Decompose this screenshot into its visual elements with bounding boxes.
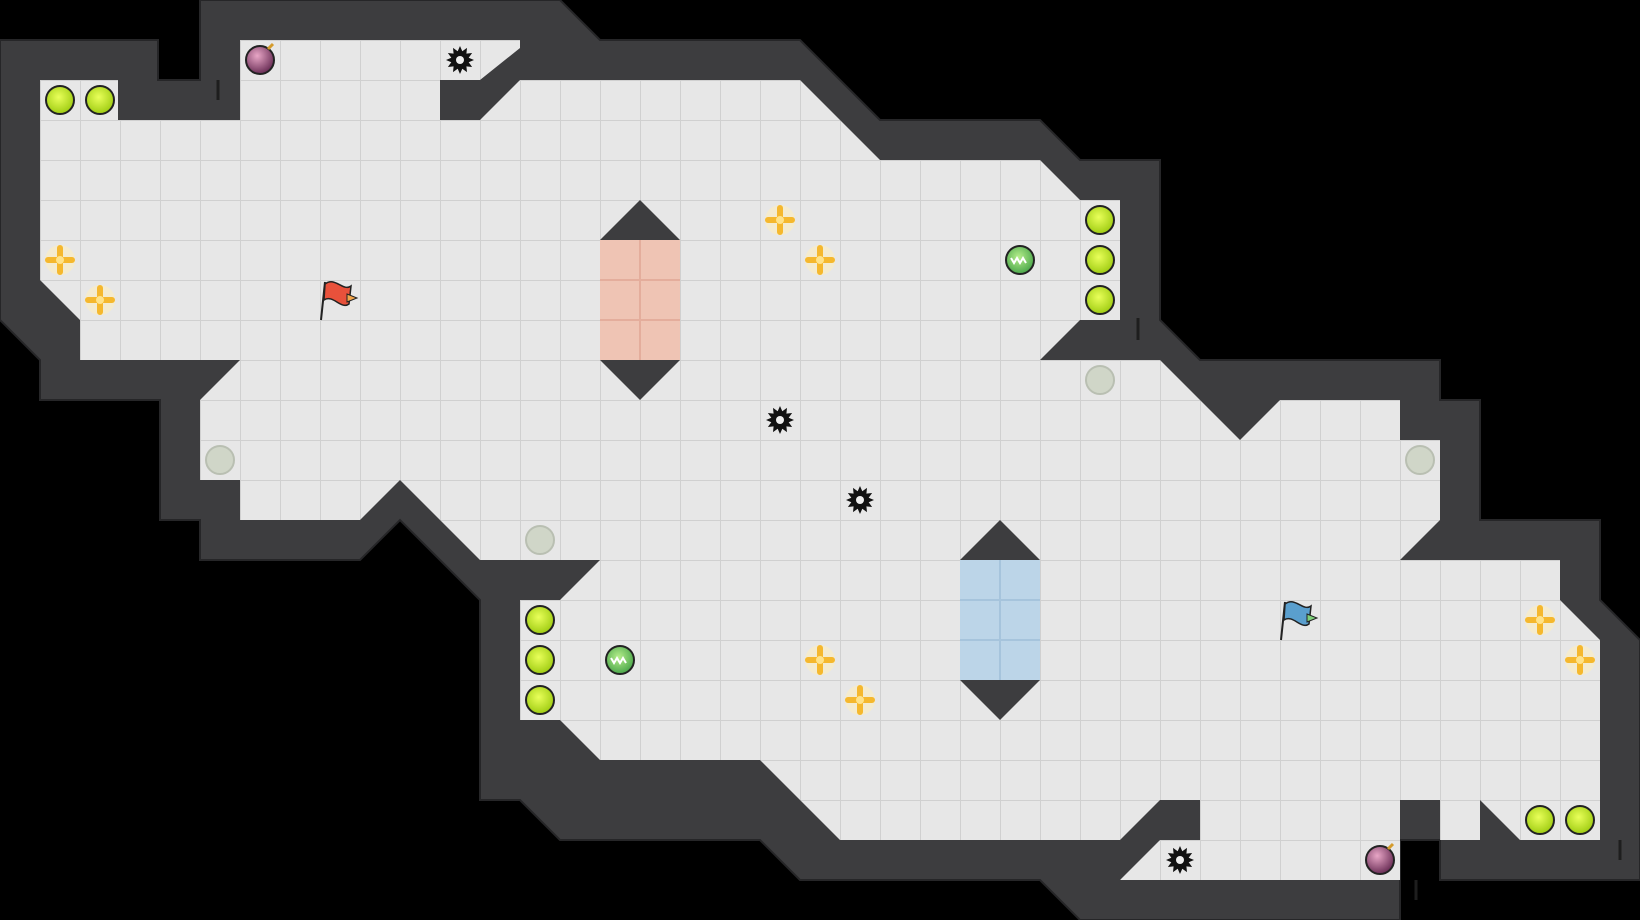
boost-pad-icon[interactable] xyxy=(805,645,835,675)
inactive-powerup-icon xyxy=(1085,365,1115,395)
blue-flag-icon[interactable] xyxy=(1280,601,1319,641)
gate-toggle-icon[interactable] xyxy=(1005,245,1035,275)
bomb-icon[interactable] xyxy=(245,42,275,75)
powerup-icon[interactable] xyxy=(1565,805,1595,835)
spike-icon xyxy=(766,406,794,434)
boost-pad-icon[interactable] xyxy=(85,285,115,315)
powerup-icon[interactable] xyxy=(1085,205,1115,235)
gate-toggle-icon[interactable] xyxy=(605,645,635,675)
boost-pad-icon[interactable] xyxy=(1525,605,1555,635)
arena-floor xyxy=(40,40,1600,880)
inactive-powerup-icon xyxy=(525,525,555,555)
red-gate-arrow-down-icon xyxy=(600,360,680,400)
powerup-icon[interactable] xyxy=(525,645,555,675)
boost-pad-icon[interactable] xyxy=(805,245,835,275)
boost-pad-icon[interactable] xyxy=(765,205,795,235)
blue-gate-arrow-up-icon xyxy=(960,520,1040,560)
boost-pad-icon[interactable] xyxy=(45,245,75,275)
powerup-icon[interactable] xyxy=(1085,245,1115,275)
powerup-icon[interactable] xyxy=(1085,285,1115,315)
red-gate xyxy=(600,200,680,400)
powerup-icon[interactable] xyxy=(525,685,555,715)
boost-pad-icon[interactable] xyxy=(845,685,875,715)
red-flag-icon[interactable] xyxy=(320,281,359,321)
inactive-powerup-icon xyxy=(205,445,235,475)
bomb-icon[interactable] xyxy=(1365,842,1395,875)
spike-icon xyxy=(846,486,874,514)
blue-gate-arrow-down-icon xyxy=(960,680,1040,720)
powerup-icon[interactable] xyxy=(45,85,75,115)
red-gate-arrow-up-icon xyxy=(600,200,680,240)
powerup-icon[interactable] xyxy=(1525,805,1555,835)
spike-icon xyxy=(1166,846,1194,874)
inactive-powerup-icon xyxy=(1405,445,1435,475)
blue-gate xyxy=(960,520,1040,720)
powerup-icon[interactable] xyxy=(85,85,115,115)
spike-icon xyxy=(446,46,474,74)
powerup-icon[interactable] xyxy=(525,605,555,635)
boost-pad-icon[interactable] xyxy=(1565,645,1595,675)
